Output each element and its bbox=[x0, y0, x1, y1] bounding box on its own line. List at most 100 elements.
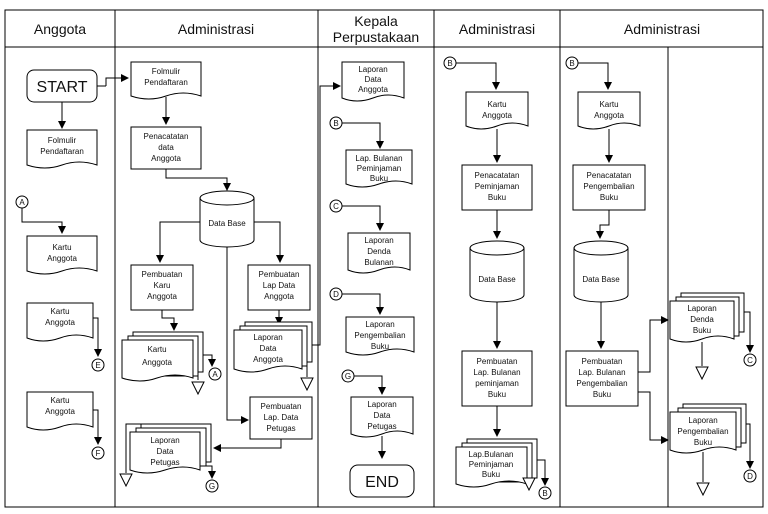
svg-text:Data: Data bbox=[365, 75, 382, 84]
lane-header-administrasi-1: Administrasi bbox=[178, 21, 254, 37]
svg-text:G: G bbox=[345, 372, 351, 381]
svg-text:Pengembalian: Pengembalian bbox=[576, 379, 627, 388]
svg-text:Denda: Denda bbox=[367, 247, 391, 256]
svg-text:Anggota: Anggota bbox=[47, 254, 77, 263]
terminator-file-5 bbox=[695, 366, 709, 381]
svg-text:Penacatatan: Penacatatan bbox=[475, 171, 520, 180]
svg-text:F: F bbox=[96, 449, 101, 458]
connector-b-kepala: B bbox=[329, 116, 343, 130]
svg-text:Buku: Buku bbox=[371, 342, 389, 351]
terminator-file-6 bbox=[696, 482, 710, 497]
database-anggota: Data Base bbox=[199, 190, 255, 248]
process-admin3-pembuatan: Pembuatan Lap. Bulanan Pengembalian Buku bbox=[565, 350, 639, 407]
terminator-file-2 bbox=[300, 377, 314, 392]
svg-text:D: D bbox=[747, 472, 753, 481]
terminator-file-3 bbox=[119, 473, 133, 488]
svg-text:Laporan: Laporan bbox=[358, 65, 387, 74]
connector-c-out-admin3: C bbox=[743, 353, 757, 367]
svg-text:Laporan: Laporan bbox=[367, 400, 396, 409]
connector-a-out: A bbox=[208, 367, 222, 381]
terminator-file-1 bbox=[191, 381, 205, 396]
svg-text:Bulanan: Bulanan bbox=[364, 258, 393, 267]
database-admin2: Data Base bbox=[469, 240, 525, 303]
svg-text:Buku: Buku bbox=[488, 193, 506, 202]
process-admin2-pencatatan: Penacatatan Peminjaman Buku bbox=[461, 164, 533, 211]
svg-text:Pengembalian: Pengembalian bbox=[354, 331, 405, 340]
svg-text:Pendaftaran: Pendaftaran bbox=[40, 147, 84, 156]
end-terminal: END bbox=[349, 464, 415, 498]
svg-text:Pembuatan: Pembuatan bbox=[259, 270, 300, 279]
doc-admin3-laporan-denda: Laporan Denda Buku bbox=[669, 292, 745, 343]
svg-text:Anggota: Anggota bbox=[147, 292, 177, 301]
svg-text:Anggota: Anggota bbox=[264, 292, 294, 301]
start-terminal: START bbox=[26, 69, 98, 103]
svg-text:Anggota: Anggota bbox=[45, 318, 75, 327]
svg-text:Laporan: Laporan bbox=[253, 333, 282, 342]
doc-kartu-anggota-1: Kartu Anggota bbox=[26, 235, 98, 275]
connector-g-out: G bbox=[205, 479, 219, 493]
svg-text:Folmulir: Folmulir bbox=[48, 136, 77, 145]
doc-kepala-laporan-anggota: Laporan Data Anggota bbox=[341, 61, 405, 102]
connector-f-out: F bbox=[91, 446, 105, 460]
svg-text:Anggota: Anggota bbox=[594, 111, 624, 120]
svg-text:Laporan: Laporan bbox=[150, 436, 179, 445]
svg-text:Penacatatan: Penacatatan bbox=[144, 132, 189, 141]
connector-c-kepala: C bbox=[329, 199, 343, 213]
svg-text:Laporan: Laporan bbox=[687, 304, 716, 313]
doc-admin2-kartu-anggota: Kartu Anggota bbox=[465, 91, 529, 130]
svg-text:Anggota: Anggota bbox=[358, 85, 388, 94]
svg-text:C: C bbox=[333, 202, 339, 211]
svg-text:peminjaman: peminjaman bbox=[475, 379, 519, 388]
process-pembuatan-kartu: Pembuatan Karu Anggota bbox=[130, 264, 194, 311]
svg-text:C: C bbox=[747, 356, 753, 365]
svg-text:Petugas: Petugas bbox=[150, 458, 179, 467]
svg-text:Anggota: Anggota bbox=[253, 355, 283, 364]
svg-text:Kartu: Kartu bbox=[50, 396, 69, 405]
process-admin3-pencatatan: Penacatatan Pengembalian Buku bbox=[572, 164, 646, 211]
svg-text:D: D bbox=[333, 290, 339, 299]
svg-text:Buku: Buku bbox=[488, 390, 506, 399]
svg-text:Kartu: Kartu bbox=[50, 307, 69, 316]
svg-text:Buku: Buku bbox=[693, 326, 711, 335]
connector-d-out-admin3: D bbox=[743, 469, 757, 483]
connector-a-in: A bbox=[15, 195, 29, 209]
lane-header-kepala: Kepala bbox=[354, 13, 398, 29]
svg-text:Data: Data bbox=[260, 344, 277, 353]
svg-text:END: END bbox=[365, 474, 399, 491]
lane-header-administrasi-2: Administrasi bbox=[459, 21, 535, 37]
svg-text:Lap Data: Lap Data bbox=[263, 281, 296, 290]
svg-text:Data: Data bbox=[374, 411, 391, 420]
svg-text:B: B bbox=[447, 59, 452, 68]
svg-text:Anggota: Anggota bbox=[151, 154, 181, 163]
connector-b-admin3: B bbox=[565, 56, 579, 70]
database-admin3: Data Base bbox=[573, 240, 629, 303]
svg-text:Pengembalian: Pengembalian bbox=[677, 427, 728, 436]
svg-text:Petugas: Petugas bbox=[266, 424, 295, 433]
svg-text:Karu: Karu bbox=[154, 281, 171, 290]
svg-text:Buku: Buku bbox=[370, 174, 388, 183]
svg-text:Data Base: Data Base bbox=[582, 275, 620, 284]
connector-e-out: E bbox=[91, 358, 105, 372]
svg-text:Lap.Bulanan: Lap.Bulanan bbox=[469, 450, 514, 459]
svg-text:Kartu: Kartu bbox=[599, 100, 618, 109]
svg-text:Pembuatan: Pembuatan bbox=[582, 357, 623, 366]
svg-text:Data Base: Data Base bbox=[478, 275, 516, 284]
process-pencatatan-data-anggota: Penacatatan data Anggota bbox=[130, 126, 202, 170]
svg-text:Kartu: Kartu bbox=[52, 243, 71, 252]
lane-header-administrasi-3: Administrasi bbox=[624, 21, 700, 37]
terminator-file-4 bbox=[522, 477, 536, 492]
svg-text:Buku: Buku bbox=[593, 390, 611, 399]
svg-text:B: B bbox=[333, 119, 338, 128]
svg-text:A: A bbox=[212, 370, 218, 379]
svg-text:Pembuatan: Pembuatan bbox=[261, 402, 302, 411]
svg-text:G: G bbox=[209, 482, 215, 491]
doc-formulir-anggota: Folmulir Pendaftaran bbox=[26, 129, 98, 169]
doc-laporan-data-anggota: Laporan Data Anggota bbox=[233, 321, 313, 373]
svg-text:Laporan: Laporan bbox=[688, 416, 717, 425]
lane-header-perpustakaan: Perpustakaan bbox=[333, 29, 419, 45]
svg-text:A: A bbox=[19, 198, 25, 207]
svg-text:Data: Data bbox=[157, 447, 174, 456]
svg-text:Anggota: Anggota bbox=[142, 358, 172, 367]
svg-text:B: B bbox=[569, 59, 574, 68]
